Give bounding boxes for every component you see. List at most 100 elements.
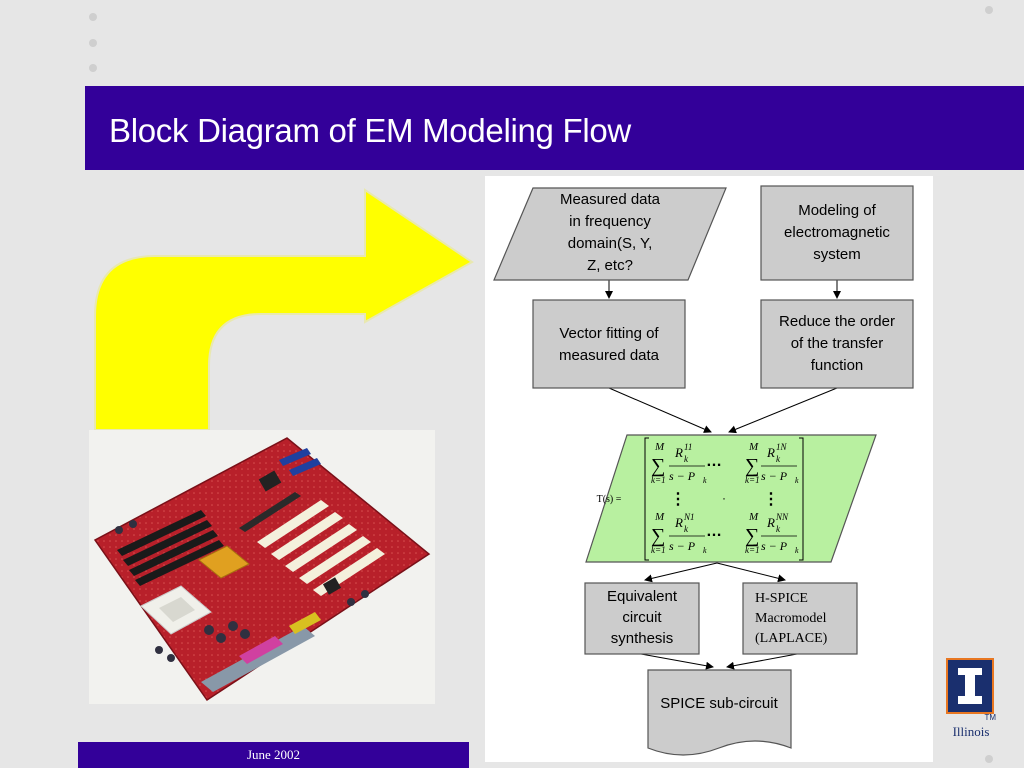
svg-text:system: system: [813, 246, 861, 263]
transfer-matrix-block: T(s) = M ∑ k=1 R 11 k s − P k M ∑ k=1: [585, 434, 877, 563]
matrix-vdots-left: ⋮: [670, 491, 686, 508]
vector-fitting-line-1: Vector fitting of: [559, 325, 659, 342]
footer-date: June 2002: [246, 747, 301, 762]
svg-text:11: 11: [684, 442, 692, 452]
equivalent-circuit-line-1: Equivalent: [607, 588, 678, 605]
svg-text:k: k: [795, 546, 799, 555]
matrix-entry-1N: M ∑ k=1 R 1N k s − P k: [745, 441, 799, 485]
svg-text:Modeling of: Modeling of: [798, 202, 876, 219]
svg-text:k: k: [776, 454, 781, 464]
svg-text:H-SPICE: H-SPICE: [755, 591, 808, 606]
arrow-vector-to-matrix: [608, 387, 712, 433]
motherboard-photo: [89, 430, 435, 704]
title-bar: Block Diagram of EM Modeling Flow: [85, 86, 1024, 170]
modeling-system-line-1: Modeling of: [798, 202, 876, 219]
decor-dot-4: [985, 6, 993, 14]
reduce-order-line-1: Reduce the order: [779, 313, 895, 330]
vector-fitting-block: Vector fitting of measured data: [532, 299, 686, 389]
svg-text:electromagnetic: electromagnetic: [784, 224, 890, 241]
logo-text: Illinois: [952, 724, 990, 739]
equivalent-circuit-block: Equivalent circuit synthesis: [584, 582, 700, 655]
motherboard-image: [93, 437, 431, 702]
matrix-vdots-right: ⋮: [763, 491, 779, 508]
arrow-equivalent-to-spice: [640, 653, 714, 670]
svg-text:in frequency: in frequency: [569, 213, 651, 230]
flow-diagram-canvas: Measured data in frequency domain(S, Y, …: [493, 185, 914, 756]
svg-text:1N: 1N: [776, 442, 788, 452]
svg-text:k: k: [703, 476, 707, 485]
svg-text:synthesis: synthesis: [611, 630, 674, 647]
svg-text:function: function: [811, 357, 864, 374]
measured-data-line-1: Measured data: [560, 191, 661, 208]
illinois-block-i-icon: [946, 658, 994, 714]
decor-dot-3: [89, 64, 97, 72]
svg-text:M: M: [748, 441, 759, 453]
equivalent-circuit-line-2: circuit: [622, 609, 662, 626]
svg-text:M: M: [654, 511, 665, 523]
svg-text:k: k: [703, 546, 707, 555]
reduce-order-line-2: of the transfer: [791, 335, 884, 352]
svg-text:Vector fitting of: Vector fitting of: [559, 325, 659, 342]
spice-subcircuit-block: SPICE sub-circuit: [647, 669, 792, 756]
matrix-center-dot: ·: [722, 491, 726, 505]
svg-text:Z, etc?: Z, etc?: [587, 257, 633, 274]
modeling-system-line-3: system: [813, 246, 861, 263]
hspice-line-2: Macromodel: [755, 611, 827, 626]
reduce-order-line-3: function: [811, 357, 864, 374]
svg-text:domain(S, Y,: domain(S, Y,: [568, 235, 653, 252]
svg-text:s − P: s − P: [761, 469, 788, 483]
modeling-system-block: Modeling of electromagnetic system: [760, 185, 914, 281]
arrow-matrix-to-equivalent: [644, 562, 718, 583]
svg-text:k=1: k=1: [745, 545, 760, 555]
svg-text:circuit: circuit: [622, 609, 662, 626]
svg-text:M: M: [654, 441, 665, 453]
svg-text:R: R: [674, 445, 683, 460]
measured-data-line-2: in frequency: [569, 213, 651, 230]
svg-text:s − P: s − P: [669, 539, 696, 553]
arrow-reduce-to-matrix: [728, 387, 838, 434]
svg-text:NN: NN: [775, 512, 789, 522]
svg-text:∑: ∑: [745, 455, 759, 477]
hspice-line-3: (LAPLACE): [755, 631, 828, 646]
illinois-logo: TM Illinois: [946, 658, 996, 739]
svg-text:k: k: [776, 524, 781, 534]
equivalent-circuit-line-3: synthesis: [611, 630, 674, 647]
matrix-entry-NN: M ∑ k=1 R NN k s − P k: [745, 511, 799, 555]
matrix-entry-N1: M ∑ k=1 R N1 k s − P k: [651, 511, 707, 555]
svg-text:k: k: [795, 476, 799, 485]
arrow-matrix-to-hspice: [716, 562, 786, 583]
svg-text:∑: ∑: [651, 455, 665, 477]
decor-dot-5: [985, 755, 993, 763]
svg-text:∑: ∑: [651, 525, 665, 547]
svg-text:R: R: [766, 515, 775, 530]
svg-text:Macromodel: Macromodel: [755, 611, 827, 626]
slide-title: Block Diagram of EM Modeling Flow: [109, 112, 631, 149]
logo-trademark: TM: [984, 713, 996, 722]
transfer-function-label: T(s) =: [597, 494, 622, 505]
matrix-hdots-top: …: [706, 453, 722, 470]
spice-subcircuit-label: SPICE sub-circuit: [660, 695, 778, 712]
svg-text:Reduce the order: Reduce the order: [779, 313, 895, 330]
svg-text:measured data: measured data: [559, 347, 660, 364]
modeling-system-line-2: electromagnetic: [784, 224, 890, 241]
svg-text:Measured data: Measured data: [560, 191, 661, 208]
svg-text:∑: ∑: [745, 525, 759, 547]
flow-diagram: Measured data in frequency domain(S, Y, …: [485, 176, 933, 762]
svg-text:R: R: [674, 515, 683, 530]
svg-text:Equivalent: Equivalent: [607, 588, 678, 605]
arrow-hspice-to-spice: [726, 653, 798, 670]
vector-fitting-line-2: measured data: [559, 347, 660, 364]
curved-arrow-icon: [94, 188, 474, 431]
svg-text:N1: N1: [683, 512, 695, 522]
decor-dot-1: [89, 13, 97, 21]
svg-text:M: M: [748, 511, 759, 523]
svg-text:s − P: s − P: [669, 469, 696, 483]
svg-text:(LAPLACE): (LAPLACE): [755, 631, 828, 646]
hspice-macromodel-block: H-SPICE Macromodel (LAPLACE): [742, 582, 858, 655]
matrix-hdots-bottom: …: [706, 523, 722, 540]
measured-data-block: Measured data in frequency domain(S, Y, …: [493, 187, 727, 281]
footer-bar: June 2002: [78, 742, 469, 768]
svg-text:R: R: [766, 445, 775, 460]
decor-dot-2: [89, 39, 97, 47]
svg-text:s − P: s − P: [761, 539, 788, 553]
